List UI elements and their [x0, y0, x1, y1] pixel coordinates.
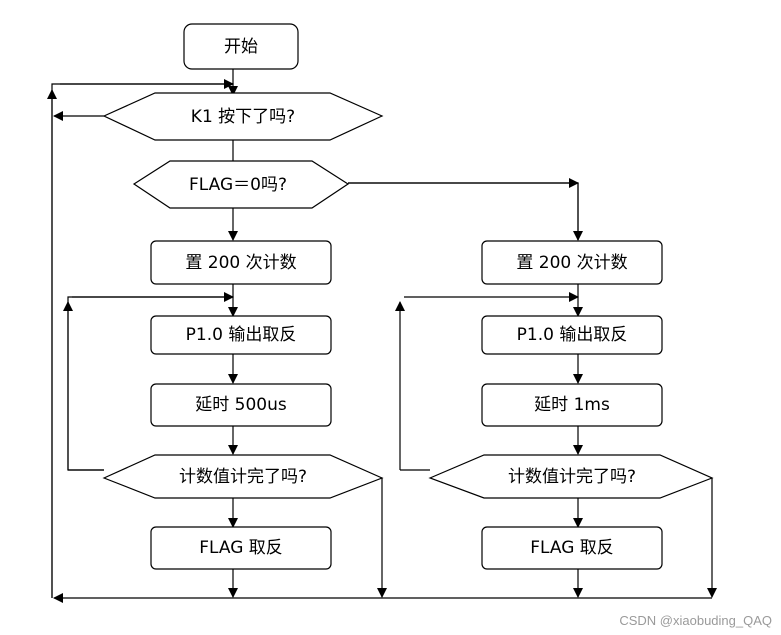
- right-toggle-label: P1.0 输出取反: [517, 325, 628, 345]
- right-check-decision: 计数值计完了吗?: [428, 454, 714, 499]
- left-flag-toggle-label: FLAG 取反: [199, 538, 283, 558]
- watermark: CSDN @xiaobuding_QAQ: [619, 613, 772, 628]
- left-delay-label: 延时 500us: [195, 395, 287, 415]
- right-flag-toggle-label: FLAG 取反: [530, 538, 614, 558]
- right-set-count-node: 置 200 次计数: [481, 240, 663, 285]
- flag-to-right-line: [348, 182, 579, 240]
- connectors: [47, 69, 717, 603]
- decision-k1: K1 按下了吗?: [102, 92, 384, 141]
- left-toggle-node: P1.0 输出取反: [150, 315, 332, 355]
- decision-flag: FLAG＝0吗?: [132, 160, 350, 209]
- left-flag-toggle-node: FLAG 取反: [150, 526, 332, 570]
- right-set-count-label: 置 200 次计数: [516, 253, 627, 273]
- right-delay-label: 延时 1ms: [534, 395, 610, 415]
- right-delay-node: 延时 1ms: [481, 383, 663, 427]
- left-check-decision: 计数值计完了吗?: [102, 454, 384, 499]
- right-check-label: 计数值计完了吗?: [508, 467, 636, 487]
- decision-flag-label: FLAG＝0吗?: [189, 175, 287, 195]
- decision-k1-label: K1 按下了吗?: [191, 107, 295, 127]
- left-check-label: 计数值计完了吗?: [179, 467, 307, 487]
- left-delay-node: 延时 500us: [150, 383, 332, 427]
- left-set-count-node: 置 200 次计数: [150, 240, 332, 285]
- start-label: 开始: [224, 37, 258, 57]
- start-node: 开始: [183, 23, 299, 70]
- right-flag-toggle-node: FLAG 取反: [481, 526, 663, 570]
- right-toggle-node: P1.0 输出取反: [481, 315, 663, 355]
- left-set-count-label: 置 200 次计数: [185, 253, 296, 273]
- left-toggle-label: P1.0 输出取反: [186, 325, 297, 345]
